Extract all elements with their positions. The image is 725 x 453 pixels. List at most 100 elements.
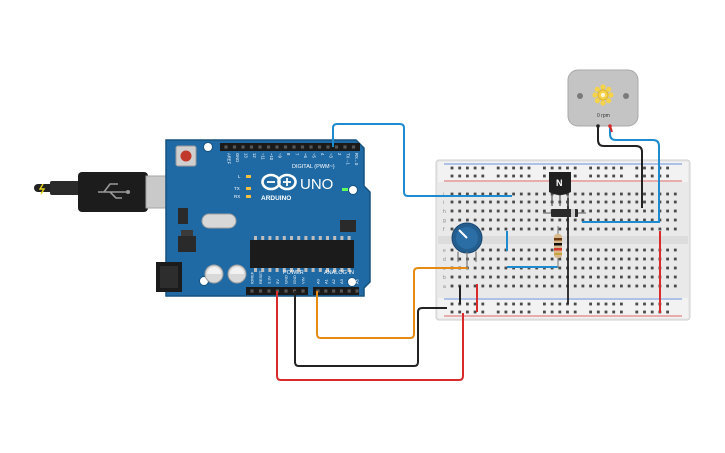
breadboard-hole[interactable] bbox=[643, 248, 646, 252]
breadboard-hole[interactable] bbox=[589, 200, 592, 204]
breadboard-hole[interactable] bbox=[489, 284, 492, 288]
breadboard-hole[interactable] bbox=[519, 275, 523, 279]
breadboard-hole[interactable] bbox=[458, 218, 462, 222]
breadboard-hole[interactable] bbox=[581, 218, 585, 222]
rail-hole[interactable] bbox=[635, 310, 639, 314]
breadboard-hole[interactable] bbox=[543, 200, 546, 204]
rail-hole[interactable] bbox=[589, 310, 592, 314]
breadboard-hole[interactable] bbox=[596, 209, 600, 213]
rail-hole[interactable] bbox=[612, 166, 616, 170]
breadboard-hole[interactable] bbox=[596, 266, 600, 270]
breadboard-hole[interactable] bbox=[650, 266, 654, 270]
rail-hole[interactable] bbox=[573, 166, 577, 170]
breadboard-hole[interactable] bbox=[643, 227, 646, 231]
digital-pin-hole[interactable] bbox=[266, 145, 271, 149]
breadboard-hole[interactable] bbox=[558, 284, 562, 288]
breadboard-hole[interactable] bbox=[635, 248, 639, 252]
breadboard[interactable]: j i h g f e d c b a bbox=[435, 159, 691, 321]
breadboard-hole[interactable] bbox=[643, 192, 646, 196]
breadboard-hole[interactable] bbox=[550, 275, 554, 279]
breadboard-hole[interactable] bbox=[527, 209, 531, 213]
breadboard-hole[interactable] bbox=[620, 248, 623, 252]
rail-hole[interactable] bbox=[635, 166, 639, 170]
rail-hole[interactable] bbox=[620, 166, 623, 170]
breadboard-hole[interactable] bbox=[627, 266, 631, 270]
breadboard-hole[interactable] bbox=[589, 275, 592, 279]
breadboard-hole[interactable] bbox=[450, 209, 454, 213]
breadboard-hole[interactable] bbox=[620, 266, 623, 270]
breadboard-hole[interactable] bbox=[496, 284, 500, 288]
breadboard-hole[interactable] bbox=[535, 218, 539, 222]
rail-hole[interactable] bbox=[666, 302, 669, 306]
breadboard-hole[interactable] bbox=[666, 218, 669, 222]
breadboard-hole[interactable] bbox=[458, 257, 462, 261]
rail-hole[interactable] bbox=[620, 174, 623, 178]
breadboard-hole[interactable] bbox=[489, 200, 492, 204]
breadboard-hole[interactable] bbox=[496, 218, 500, 222]
rail-hole[interactable] bbox=[473, 174, 477, 178]
breadboard-hole[interactable] bbox=[627, 248, 631, 252]
breadboard-hole[interactable] bbox=[650, 218, 654, 222]
rail-hole[interactable] bbox=[481, 174, 485, 178]
breadboard-hole[interactable] bbox=[573, 257, 577, 261]
rail-hole[interactable] bbox=[519, 310, 523, 314]
breadboard-hole[interactable] bbox=[643, 218, 646, 222]
breadboard-hole[interactable] bbox=[512, 257, 515, 261]
breadboard-hole[interactable] bbox=[581, 284, 585, 288]
breadboard-hole[interactable] bbox=[550, 248, 554, 252]
breadboard-hole[interactable] bbox=[650, 192, 654, 196]
breadboard-hole[interactable] bbox=[612, 248, 616, 252]
rail-hole[interactable] bbox=[650, 166, 654, 170]
breadboard-hole[interactable] bbox=[604, 209, 608, 213]
breadboard-hole[interactable] bbox=[635, 284, 639, 288]
rail-hole[interactable] bbox=[620, 302, 623, 306]
breadboard-hole[interactable] bbox=[450, 227, 454, 231]
rail-hole[interactable] bbox=[543, 174, 546, 178]
breadboard-hole[interactable] bbox=[596, 227, 600, 231]
breadboard-hole[interactable] bbox=[589, 266, 592, 270]
breadboard-hole[interactable] bbox=[489, 192, 492, 196]
breadboard-hole[interactable] bbox=[673, 266, 677, 270]
breadboard-hole[interactable] bbox=[504, 200, 508, 204]
breadboard-hole[interactable] bbox=[512, 218, 515, 222]
breadboard-hole[interactable] bbox=[558, 275, 562, 279]
breadboard-hole[interactable] bbox=[589, 192, 592, 196]
breadboard-hole[interactable] bbox=[519, 192, 523, 196]
breadboard-hole[interactable] bbox=[473, 284, 477, 288]
breadboard-hole[interactable] bbox=[489, 257, 492, 261]
breadboard-hole[interactable] bbox=[589, 227, 592, 231]
breadboard-hole[interactable] bbox=[543, 192, 546, 196]
breadboard-hole[interactable] bbox=[550, 218, 554, 222]
rail-hole[interactable] bbox=[512, 166, 515, 170]
breadboard-hole[interactable] bbox=[527, 284, 531, 288]
breadboard-hole[interactable] bbox=[596, 192, 600, 196]
rail-hole[interactable] bbox=[643, 302, 646, 306]
rail-hole[interactable] bbox=[589, 174, 592, 178]
breadboard-hole[interactable] bbox=[550, 257, 554, 261]
breadboard-hole[interactable] bbox=[481, 192, 485, 196]
breadboard-hole[interactable] bbox=[620, 200, 623, 204]
rail-hole[interactable] bbox=[589, 302, 592, 306]
analog-pin-hole[interactable] bbox=[355, 289, 359, 293]
diode[interactable] bbox=[543, 209, 586, 217]
breadboard-hole[interactable] bbox=[612, 200, 616, 204]
breadboard-hole[interactable] bbox=[673, 257, 677, 261]
wires[interactable] bbox=[276, 123, 661, 381]
breadboard-hole[interactable] bbox=[466, 200, 469, 204]
breadboard-hole[interactable] bbox=[512, 248, 515, 252]
breadboard-hole[interactable] bbox=[489, 227, 492, 231]
breadboard-hole[interactable] bbox=[512, 275, 515, 279]
breadboard-hole[interactable] bbox=[519, 257, 523, 261]
breadboard-hole[interactable] bbox=[666, 266, 669, 270]
breadboard-hole[interactable] bbox=[504, 284, 508, 288]
breadboard-hole[interactable] bbox=[658, 227, 662, 231]
rail-hole[interactable] bbox=[612, 310, 616, 314]
breadboard-hole[interactable] bbox=[504, 257, 508, 261]
breadboard-hole[interactable] bbox=[620, 257, 623, 261]
breadboard-hole[interactable] bbox=[650, 227, 654, 231]
breadboard-hole[interactable] bbox=[612, 227, 616, 231]
breadboard-hole[interactable] bbox=[573, 248, 577, 252]
wire-black-gnd-to-rail[interactable] bbox=[294, 291, 447, 367]
breadboard-hole[interactable] bbox=[627, 284, 631, 288]
breadboard-hole[interactable] bbox=[620, 275, 623, 279]
